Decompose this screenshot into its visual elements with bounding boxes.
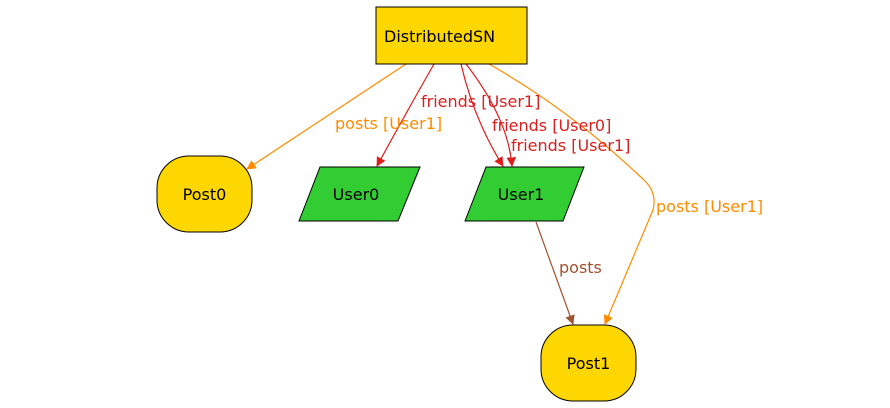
node-post0-shape xyxy=(156,155,253,233)
edge-label-friends-user1-bottom: friends [User1] xyxy=(511,136,630,155)
edge-friends-user0-to-user1 xyxy=(460,63,504,167)
edge-posts-user1-to-post0 xyxy=(246,63,407,170)
edge-posts-user1-node-to-post1 xyxy=(535,221,575,325)
edge-friends-user1-to-user1 xyxy=(465,63,517,167)
edge-label-posts-user1-left: posts [User1] xyxy=(335,114,442,133)
node-user0[interactable]: User0 xyxy=(298,166,421,222)
node-post1[interactable]: Post1 xyxy=(540,324,637,402)
edge-friends-user1-to-user0 xyxy=(376,63,435,167)
node-distributedsn-label: DistributedSN xyxy=(384,27,495,46)
node-distributedsn[interactable]: DistributedSN xyxy=(375,6,528,65)
node-post0-label: Post0 xyxy=(183,185,227,204)
node-distributedsn-shape xyxy=(375,6,528,65)
node-user0-shape xyxy=(298,166,421,222)
edge-posts-user1-to-post1 xyxy=(488,63,655,325)
nodes: DistributedSN Post0 User0 User1 Post1 xyxy=(156,6,637,402)
node-post1-shape xyxy=(540,324,637,402)
edges xyxy=(246,63,655,325)
edge-label-friends-user0: friends [User0] xyxy=(492,116,611,135)
node-user1-shape xyxy=(464,166,585,222)
node-user0-label: User0 xyxy=(333,185,380,204)
node-post0[interactable]: Post0 xyxy=(156,155,253,233)
edge-labels: posts [User1] friends [User1] friends [U… xyxy=(335,92,763,277)
edge-label-posts-user1-right: posts [User1] xyxy=(656,197,763,216)
node-user1[interactable]: User1 xyxy=(464,166,585,222)
node-user1-label: User1 xyxy=(498,185,545,204)
edge-label-friends-user1-top: friends [User1] xyxy=(421,92,540,111)
edge-label-posts: posts xyxy=(559,258,602,277)
node-post1-label: Post1 xyxy=(567,354,611,373)
